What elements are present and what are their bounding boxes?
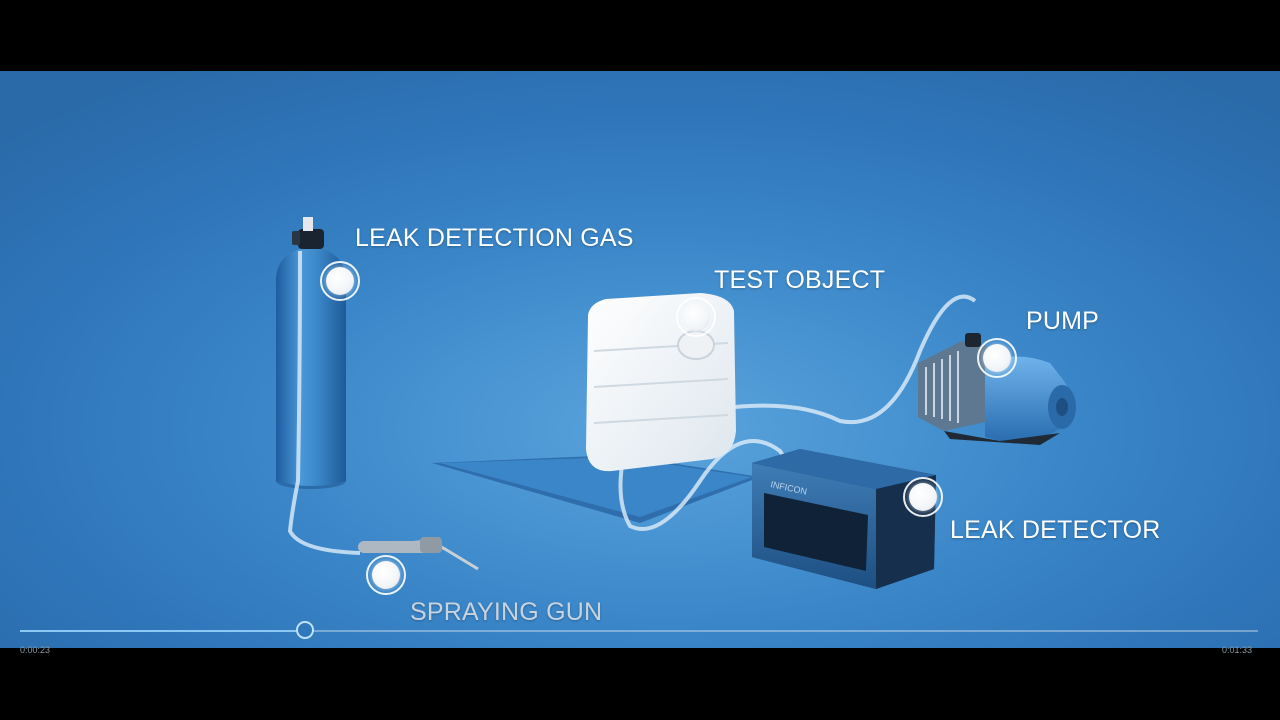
floor-plate-top (440, 457, 752, 517)
gas-cylinder (276, 217, 346, 489)
hotspot-leak-detection-gas[interactable] (320, 261, 360, 301)
label-leak-detection-gas: LEAK DETECTION GAS (355, 224, 634, 252)
current-time: 0:00:23 (20, 645, 51, 655)
total-time: 0:01:33 (1222, 645, 1253, 655)
test-object-container (586, 293, 736, 472)
label-leak-detector: LEAK DETECTOR (950, 516, 1161, 544)
letterbox-bottom (0, 648, 1280, 720)
leak-detector-device: INFICON (752, 449, 936, 589)
hotspot-dot (326, 267, 354, 295)
letterbox-top (0, 0, 1280, 71)
hotspot-test-object[interactable] (676, 297, 716, 337)
label-pump: PUMP (1026, 307, 1100, 335)
hotspot-dot (909, 483, 937, 511)
video-frame[interactable]: INFICON LEAK DETECTION GAS TEST OBJECT P… (0, 71, 1280, 648)
hotspot-spraying-gun[interactable] (366, 555, 406, 595)
label-test-object: TEST OBJECT (714, 266, 886, 294)
scene-illustration: INFICON (276, 217, 1076, 589)
progress-fill (20, 630, 305, 632)
hotspot-dot (682, 303, 710, 331)
hotspot-dot (372, 561, 400, 589)
spraying-gun-illustration (358, 537, 479, 571)
hotspot-pump[interactable] (977, 338, 1017, 378)
hotspot-leak-detector[interactable] (903, 477, 943, 517)
pump-illustration (918, 333, 1076, 445)
hotspot-dot (983, 344, 1011, 372)
label-spraying-gun: SPRAYING GUN (410, 598, 603, 626)
progress-scrubber-handle[interactable] (295, 621, 314, 639)
progress-bar[interactable] (20, 630, 1258, 632)
